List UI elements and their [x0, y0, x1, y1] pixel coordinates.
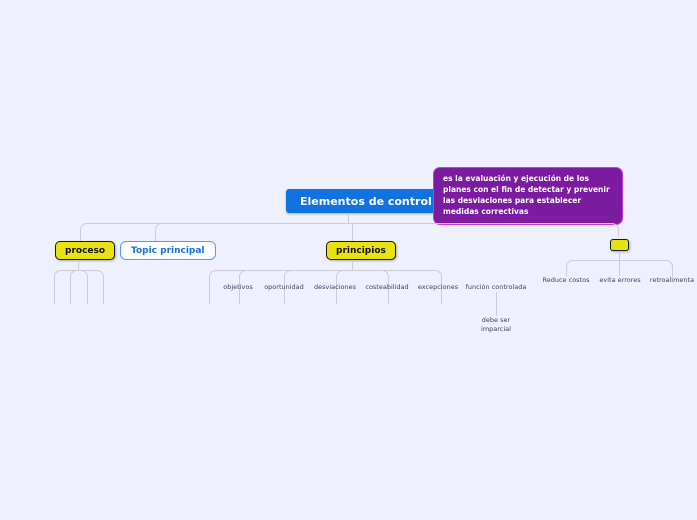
connector-principios-child-funcion-controlada	[352, 270, 442, 281]
connector-costeabilidad-stub	[336, 280, 337, 304]
node-principios[interactable]: principios	[326, 241, 396, 260]
connector-proceso-leaf-stub-3	[87, 280, 88, 304]
connector-proceso-child-4	[78, 270, 104, 281]
connector-proceso-child-2	[70, 270, 79, 281]
root-node-elementos-de-control[interactable]: Elementos de control	[286, 189, 446, 213]
connector-principios-child-desviaciones	[284, 270, 353, 281]
leaf-evita-errores[interactable]: evita errores	[599, 276, 641, 284]
connector-root-to-topic-principal	[155, 223, 349, 242]
connector-proceso-stem	[78, 260, 79, 270]
connector-evita-errores-stub	[619, 270, 620, 276]
leaf-excepciones[interactable]: excepciones	[417, 283, 459, 291]
connector-desviaciones-stub	[284, 280, 285, 304]
connector-reduce-costos-stub	[566, 270, 567, 276]
leaf-funcion-controlada[interactable]: función controlada	[465, 283, 527, 291]
leaf-desviaciones[interactable]: desviaciones	[313, 283, 357, 291]
node-unnamed-yellow[interactable]	[610, 239, 629, 251]
leaf-oportunidad[interactable]: oportunidad	[264, 283, 304, 291]
node-topic-principal[interactable]: Topic principal	[120, 241, 216, 260]
connector-objetivos-stub	[209, 280, 210, 304]
connector-proceso-child-1	[54, 270, 79, 281]
connector-retroalimenta-stub	[672, 270, 673, 276]
connector-unnamed-yellow-stem	[619, 251, 620, 260]
connector-principios-child-costeabilidad	[336, 270, 353, 281]
leaf-debe-ser-imparcial[interactable]: debe ser imparcial	[481, 316, 511, 333]
connector-proceso-leaf-stub-1	[54, 280, 55, 304]
leaf-objetivos[interactable]: objetivos	[223, 283, 253, 291]
connector-unnamed-child-retroalimenta	[619, 260, 673, 271]
leaf-retroalimenta[interactable]: retroalimenta	[649, 276, 695, 284]
connector-funcion-controlada-stub	[441, 280, 442, 304]
connector-root-stem	[348, 213, 349, 223]
connector-unnamed-child-reduce-costos	[566, 260, 620, 271]
node-proceso[interactable]: proceso	[55, 241, 116, 260]
note-card-definition[interactable]: es la evaluación y ejecución de los plan…	[433, 167, 623, 225]
leaf-reduce-costos[interactable]: Reduce costos	[542, 276, 590, 284]
connector-oportunidad-stub	[239, 280, 240, 304]
connector-funcion-controlada-to-debe-ser-imparcial	[496, 292, 497, 316]
connector-excepciones-stub	[388, 280, 389, 304]
connector-principios-stem	[352, 260, 353, 270]
connector-proceso-leaf-stub-4	[103, 280, 104, 304]
connector-root-to-unnamed-yellow	[348, 223, 619, 237]
leaf-costeabilidad[interactable]: costeabilidad	[365, 283, 409, 291]
connector-proceso-leaf-stub-2	[70, 280, 71, 304]
